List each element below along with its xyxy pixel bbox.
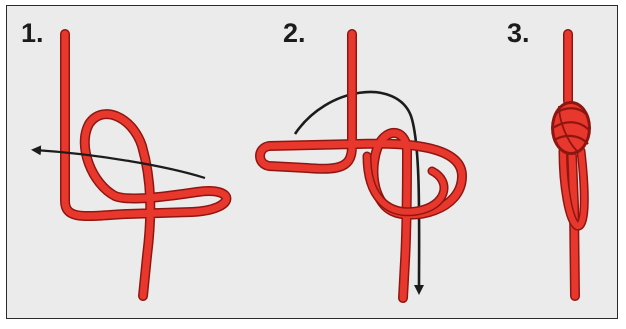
- knot-instructions-diagram: 1. 2. 3.: [6, 5, 618, 319]
- step-1-illustration: [35, 34, 226, 296]
- step-2-illustration: [260, 34, 462, 298]
- step-3-knot: [551, 101, 591, 155]
- step-3-illustration: [551, 34, 591, 296]
- knot-illustration: [7, 6, 618, 319]
